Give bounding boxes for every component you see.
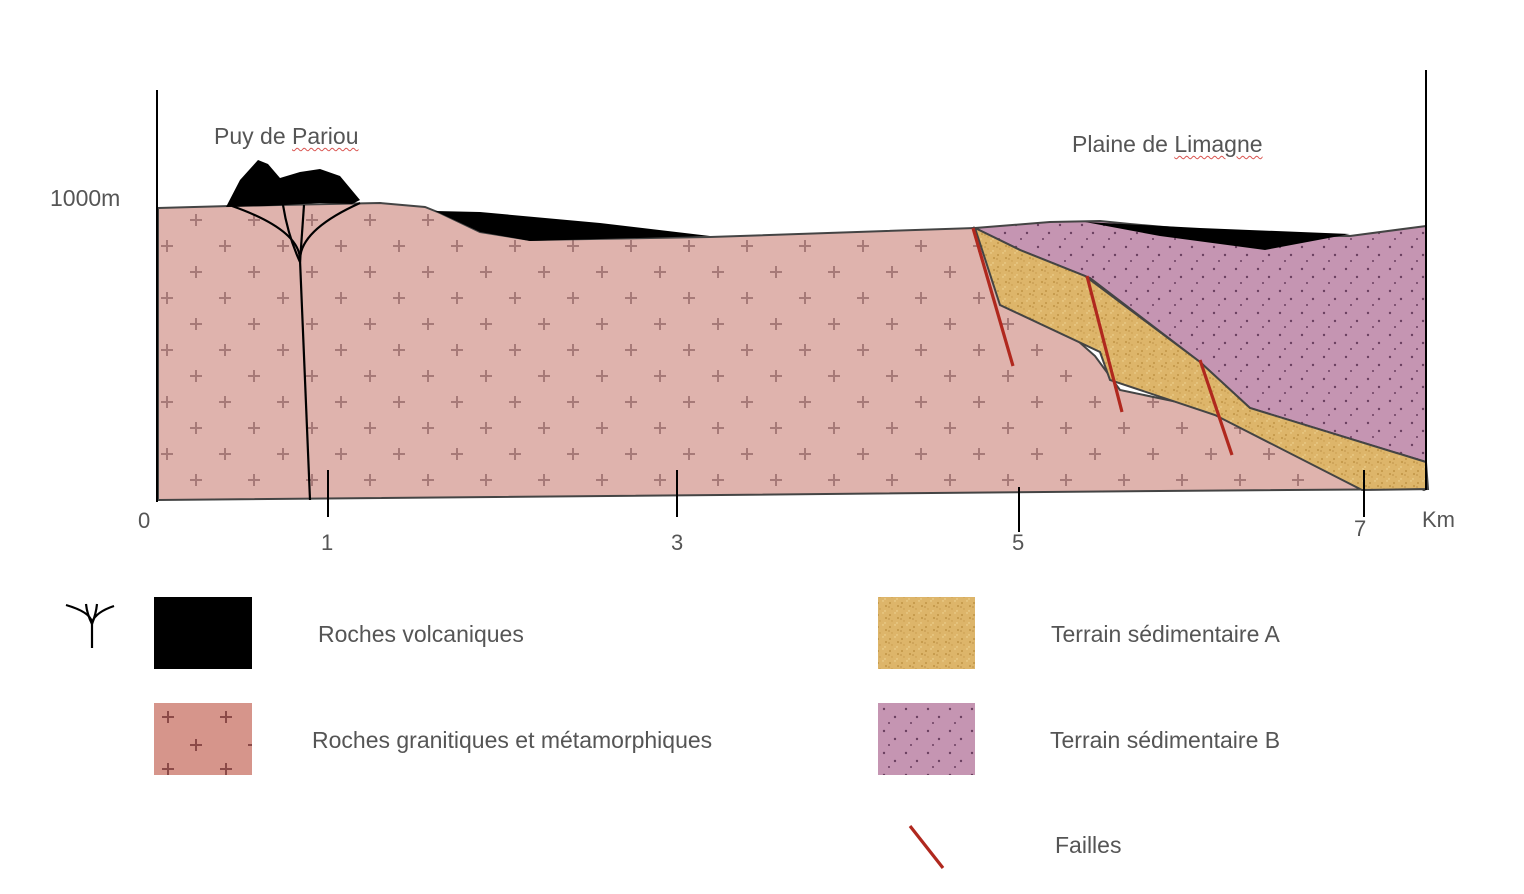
legend-label-faults: Failles: [1055, 832, 1122, 858]
volcanic-flow-left: [435, 211, 710, 241]
volcanic-flow-right: [1085, 222, 1350, 250]
volcanic-conduit: [231, 201, 361, 501]
place-name-limagne: Limagne: [1174, 131, 1263, 157]
sedimentary-a-layer: [973, 226, 1430, 492]
legend-label-sedimentary-a: Terrain sédimentaire A: [1051, 621, 1280, 647]
place-prefix: Plaine de: [1072, 131, 1168, 157]
km-tick-label: 5: [1012, 530, 1025, 555]
legend-swatch-volcanic: [154, 597, 252, 669]
legend-label-volcanic: Roches volcaniques: [318, 621, 524, 647]
km-ticks: [327, 470, 1365, 532]
legend-swatch-sedimentary-b: [878, 703, 975, 775]
volcano-conduit-icon: [65, 603, 115, 648]
faults: [971, 227, 1234, 456]
place-label-plaine-de-limagne: Plaine de Limagne: [1072, 131, 1263, 158]
km-tick-label: 7: [1354, 516, 1367, 541]
place-prefix: Puy de: [214, 123, 286, 149]
legend-swatch-sedimentary-a: [878, 597, 975, 669]
km-tick-label: 1: [321, 530, 334, 555]
fault-icon: [908, 825, 945, 869]
place-name-pariou: Pariou: [292, 123, 359, 149]
legend-label-sedimentary-b: Terrain sédimentaire B: [1050, 727, 1281, 753]
unit-label: Km: [1422, 507, 1455, 532]
km-tick-label: 3: [671, 530, 684, 555]
altitude-label: 1000m: [50, 185, 121, 211]
volcanic-cone: [226, 160, 360, 207]
place-label-puy-de-pariou: Puy de Pariou: [214, 123, 358, 150]
legend-swatch-granitic: [154, 703, 252, 775]
legend-label-granitic: Roches granitiques et métamorphiques: [312, 727, 713, 753]
origin-label: 0: [138, 508, 151, 533]
